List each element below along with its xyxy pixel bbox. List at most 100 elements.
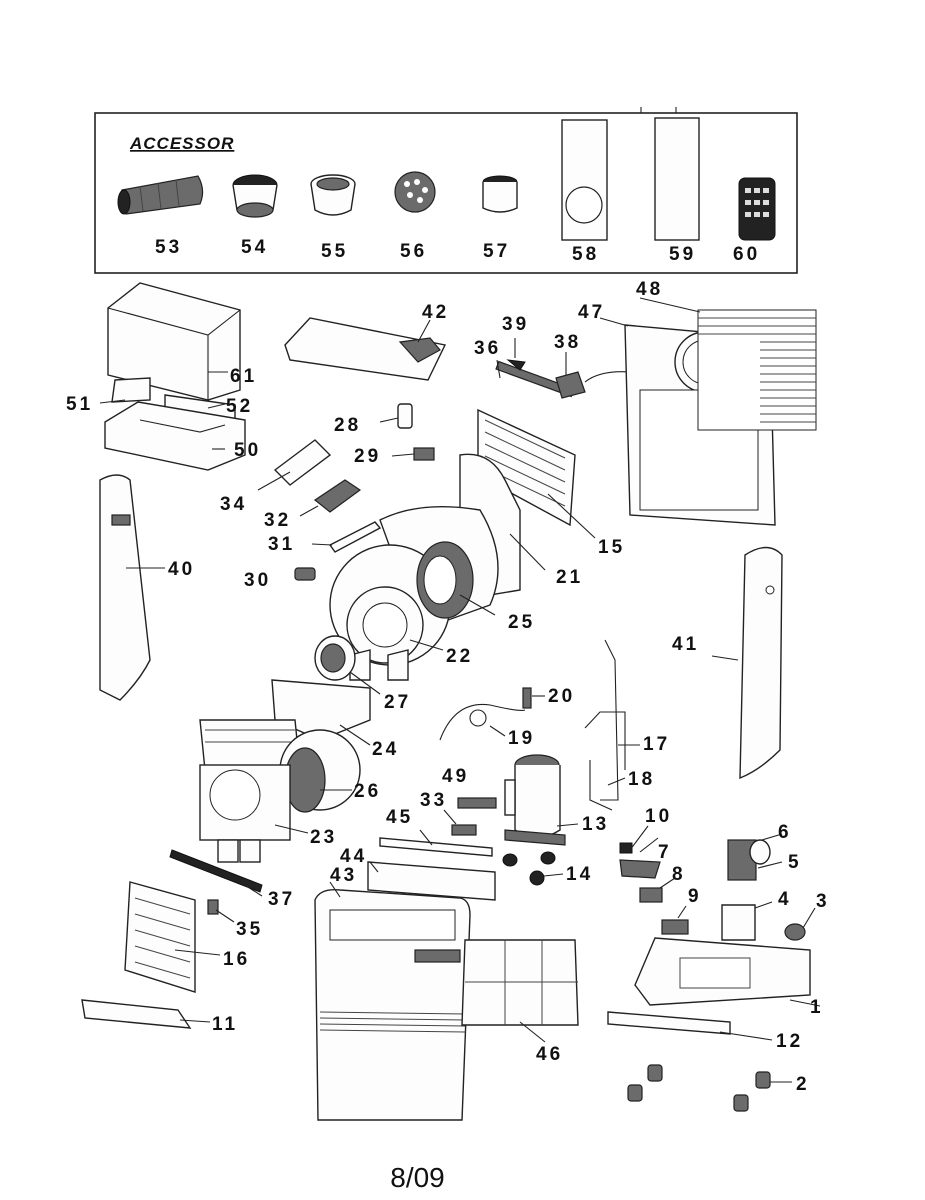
callout-36: 36 [474,338,501,359]
drain-pump-assembly-part [727,839,771,881]
callout-29: 29 [354,446,381,467]
callout-30: 30 [244,570,271,591]
clip-part [207,899,219,915]
callout-61: 61 [230,366,257,387]
callout-52: 52 [226,396,253,417]
callout-2: 2 [796,1074,810,1095]
callout-51: 51 [66,394,93,415]
packaging-group [104,282,246,471]
remote-control-icon [738,177,776,241]
small-bracket-part [451,824,477,836]
sensor-clip-part [506,359,526,371]
left-side-panel-part [99,474,151,701]
sensor-board-part [457,797,497,809]
callout-14: 14 [566,864,593,885]
window-outlet-cap-icon [394,171,436,213]
caster-wheel-part [627,1064,771,1112]
callout-41: 41 [672,634,699,655]
evaporator-fan-part [199,679,371,863]
ring-icon [482,175,518,213]
callout-8: 8 [672,864,686,885]
fan-motor-part [314,635,356,681]
callout-50: 50 [234,440,261,461]
pump-part [619,859,661,879]
switch-part [294,567,316,581]
callout-47: 47 [578,302,605,323]
callout-37: 37 [268,889,295,910]
callout-42: 42 [422,302,449,323]
callout-31: 31 [268,534,295,555]
accessory-title: ACCESSOR [129,134,234,153]
callout-27: 27 [384,692,411,713]
callout-39: 39 [502,314,529,335]
refrigerant-pipe-part [584,639,626,811]
rubber-feet-part [502,851,556,886]
callout-58: 58 [572,244,599,265]
callout-18: 18 [628,769,655,790]
relay-part [413,447,435,461]
callout-17: 17 [643,734,670,755]
motor-bracket-part [639,887,663,903]
bracket-mount-part [721,904,756,941]
callout-26: 26 [354,781,381,802]
callout-55: 55 [321,241,348,262]
callout-53: 53 [155,237,182,258]
callout-57: 57 [483,241,510,262]
compressor-part [504,754,566,846]
callout-4: 4 [778,889,792,910]
callout-59: 59 [669,244,696,265]
callout-34: 34 [220,494,247,515]
drain-tray-part [81,999,192,1029]
callout-35: 35 [236,919,263,940]
callout-33: 33 [420,790,447,811]
callout-44: 44 [340,846,367,867]
callout-3: 3 [816,891,830,912]
control-cover-part [273,439,332,486]
back-grille-part [697,309,817,431]
control-board-part [313,479,362,513]
page-number: 8/09 [390,1162,445,1193]
callout-15: 15 [598,537,625,558]
callout-43: 43 [330,865,357,886]
capillary-tube-part [439,703,526,741]
top-cover-part [284,317,447,381]
callout-45: 45 [386,807,413,828]
hose-adapter-icon [232,174,278,218]
callout-46: 46 [536,1044,563,1065]
valve-part [522,687,532,709]
callout-23: 23 [310,827,337,848]
callout-60: 60 [733,244,760,265]
exhaust-hose-icon [117,175,204,215]
callout-9: 9 [688,886,702,907]
window-panel-icon [640,107,700,241]
callout-10: 10 [645,806,672,827]
callout-48: 48 [636,279,663,300]
callout-21: 21 [556,567,583,588]
right-side-panel-part [739,546,783,780]
callout-22: 22 [446,646,473,667]
callout-6: 6 [778,822,792,843]
callout-7: 7 [658,842,672,863]
base-pan-part [634,937,811,1006]
terminal-block-part [661,919,689,935]
callout-1: 1 [810,997,824,1018]
float-switch-part [619,842,633,854]
callout-19: 19 [508,728,535,749]
callout-38: 38 [554,332,581,353]
callout-54: 54 [241,237,268,258]
hose-connector-icon [310,174,356,216]
callout-11: 11 [212,1014,238,1035]
window-panel-opening-icon [561,119,608,241]
callout-32: 32 [264,510,291,531]
air-filter-part [461,939,579,1026]
callout-13: 13 [582,814,609,835]
callout-20: 20 [548,686,575,707]
display-strip-part [379,837,493,857]
callout-56: 56 [400,241,427,262]
callout-16: 16 [223,949,250,970]
front-trim-part [367,861,496,901]
front-panel-part [314,889,471,1121]
callout-24: 24 [372,739,399,760]
callout-49: 49 [442,766,469,787]
